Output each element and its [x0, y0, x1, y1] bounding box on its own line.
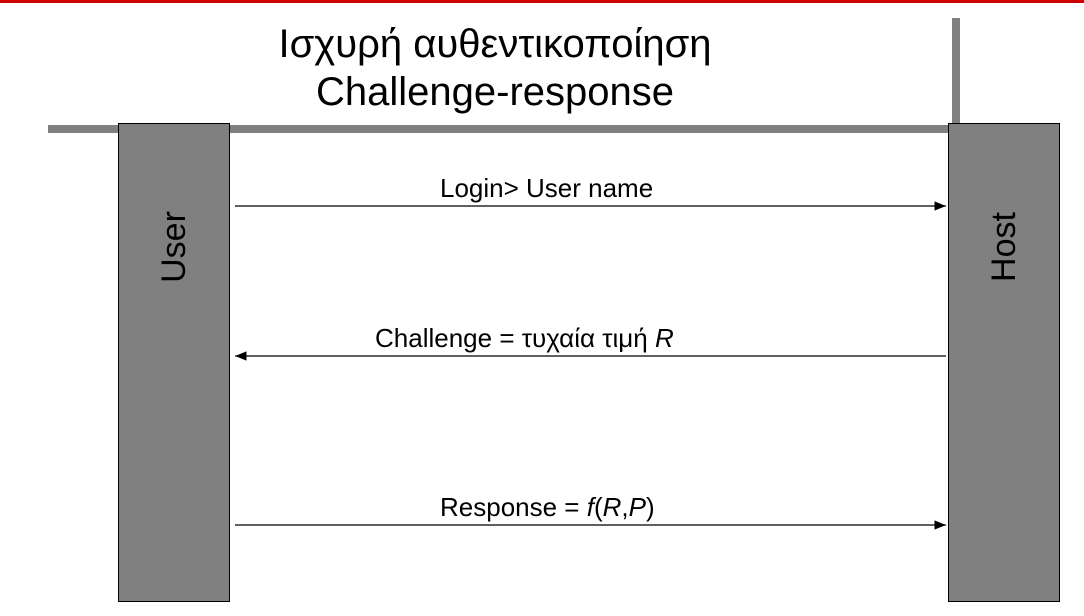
horizontal-divider-bar: [48, 125, 960, 133]
challenge-text: Challenge = τυχαία τιμή: [375, 323, 655, 353]
title-line-1: Ισχυρή αυθεντικοποίηση: [278, 22, 712, 66]
challenge-variable: R: [654, 323, 674, 353]
top-red-rule: [0, 0, 1084, 3]
response-comma: ,: [621, 492, 629, 522]
slide-title: Ισχυρή αυθεντικοποίηση Challenge-respons…: [160, 20, 830, 116]
response-message-label: Response = f(R,P): [440, 492, 655, 522]
title-line-2: Challenge-response: [315, 70, 674, 114]
response-paren-close: ): [645, 492, 655, 522]
response-arg-p: P: [628, 492, 646, 522]
host-lifeline: Host: [948, 123, 1060, 602]
user-lifeline: User: [118, 123, 230, 602]
challenge-message-label: Challenge = τυχαία τιμή R: [375, 323, 674, 353]
response-paren-open: (: [593, 492, 603, 522]
response-text: Response =: [440, 492, 587, 522]
vertical-divider-bar: [952, 18, 960, 128]
login-message-label: Login> User name: [440, 173, 654, 203]
response-function: f: [586, 492, 594, 522]
response-arg-r: R: [602, 492, 622, 522]
